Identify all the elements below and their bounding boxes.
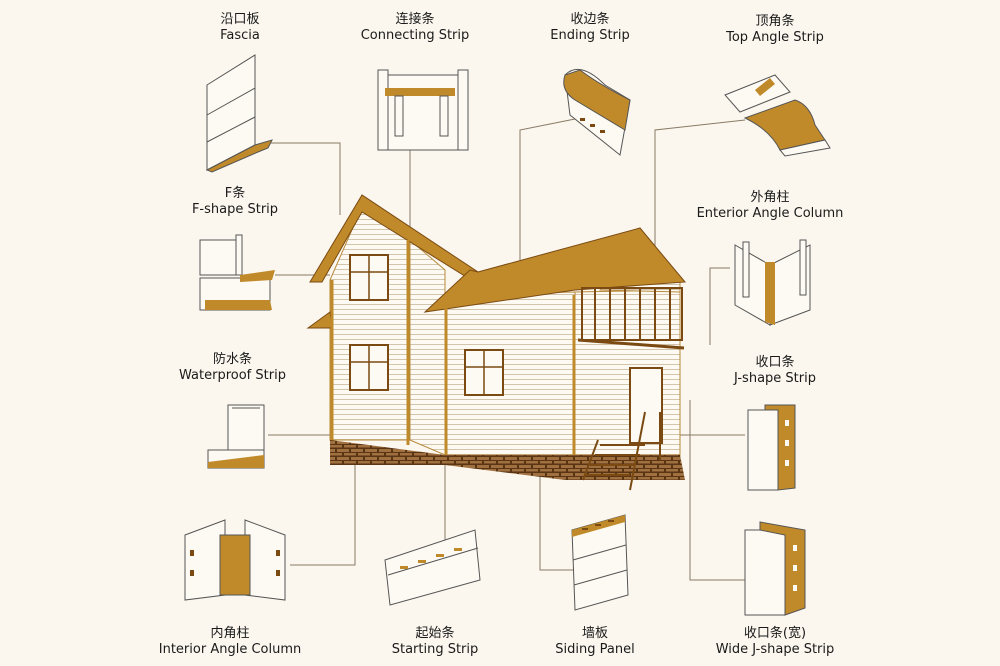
label-connecting-strip: 连接条 Connecting Strip — [350, 12, 480, 45]
label-siding-panel: 墙板 Siding Panel — [540, 626, 650, 659]
connecting-strip-en: Connecting Strip — [360, 28, 470, 44]
interior-angle-column-icon — [184, 519, 286, 601]
label-j-shape-strip: 收口条 J-shape Strip — [720, 355, 830, 388]
connecting-strip-icon — [377, 69, 469, 151]
leader-wide-j — [689, 400, 745, 581]
f-shape-strip-icon — [199, 234, 275, 311]
label-exterior-angle-column: 外角柱 Enterior Angle Column — [690, 190, 850, 223]
waterproof-strip-icon — [207, 404, 265, 469]
leader-fascia — [268, 142, 341, 215]
exterior-angle-column-zh: 外角柱 — [750, 190, 790, 205]
leader-siding — [539, 470, 575, 571]
top-angle-strip-zh: 顶角条 — [755, 14, 795, 29]
leader-ending — [519, 117, 581, 300]
wide-j-shape-strip-en: Wide J-shape Strip — [715, 642, 835, 658]
top-angle-strip-icon — [724, 74, 831, 157]
j-shape-strip-zh: 收口条 — [755, 355, 795, 370]
siding-panel-en: Siding Panel — [555, 642, 635, 658]
exterior-angle-column-icon — [734, 239, 811, 326]
leader-top-angle — [654, 119, 746, 280]
fascia-en: Fascia — [220, 28, 260, 44]
wide-j-shape-strip-icon — [744, 521, 806, 616]
leader-exterior — [709, 267, 730, 345]
starting-strip-zh: 起始条 — [415, 626, 455, 641]
siding-panel-zh: 墙板 — [581, 626, 608, 641]
f-shape-strip-en: F-shape Strip — [191, 202, 279, 218]
label-f-shape-strip: F条 F-shape Strip — [180, 186, 290, 219]
starting-strip-en: Starting Strip — [391, 642, 479, 658]
f-shape-strip-zh: F条 — [224, 186, 246, 201]
interior-angle-column-zh: 内角柱 — [210, 626, 250, 641]
label-ending-strip: 收边条 Ending Strip — [535, 12, 645, 45]
leader-interior — [290, 460, 356, 566]
waterproof-strip-zh: 防水条 — [212, 352, 252, 367]
label-interior-angle-column: 内角柱 Interior Angle Column — [155, 626, 305, 659]
house-illustration — [306, 194, 687, 491]
label-starting-strip: 起始条 Starting Strip — [380, 626, 490, 659]
label-fascia: 沿口板 Fascia — [200, 12, 280, 45]
exterior-angle-column-en: Enterior Angle Column — [696, 206, 844, 222]
label-wide-j-shape-strip: 收口条(宽) Wide J-shape Strip — [700, 626, 850, 659]
label-top-angle-strip: 顶角条 Top Angle Strip — [715, 14, 835, 47]
wide-j-shape-strip-zh: 收口条(宽) — [743, 626, 807, 641]
ending-strip-icon — [563, 68, 631, 156]
j-shape-strip-en: J-shape Strip — [734, 371, 816, 387]
interior-angle-column-en: Interior Angle Column — [158, 642, 302, 658]
siding-panel-icon — [571, 514, 629, 611]
starting-strip-icon — [384, 529, 481, 606]
ending-strip-en: Ending Strip — [550, 28, 630, 44]
label-waterproof-strip: 防水条 Waterproof Strip — [170, 352, 295, 385]
ending-strip-zh: 收边条 — [570, 12, 610, 27]
j-shape-strip-icon — [747, 404, 796, 491]
fascia-icon — [205, 54, 273, 173]
connecting-strip-zh: 连接条 — [395, 12, 435, 27]
waterproof-strip-en: Waterproof Strip — [179, 368, 286, 384]
fascia-zh: 沿口板 — [220, 12, 260, 27]
top-angle-strip-en: Top Angle Strip — [726, 30, 824, 46]
